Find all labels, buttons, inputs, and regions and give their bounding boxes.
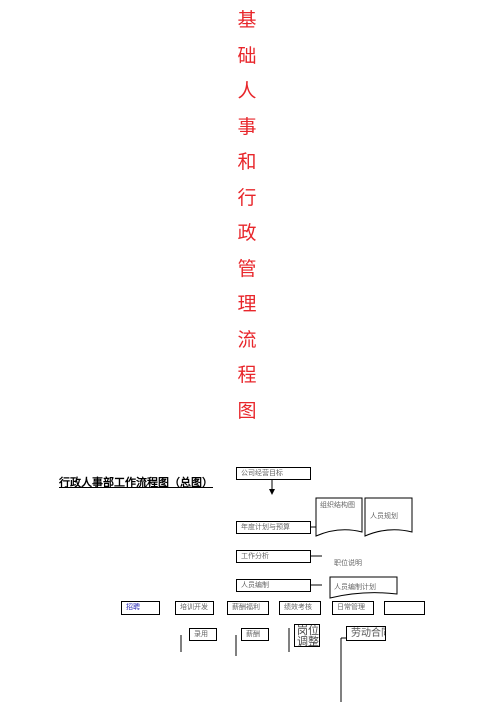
title-char: 管 xyxy=(237,257,257,280)
title-char: 理 xyxy=(237,293,257,315)
org-chart-tag: 人员规划 xyxy=(370,512,398,520)
org-chart-document xyxy=(315,497,363,537)
box-daily-mgmt: 日常管理 xyxy=(332,601,374,615)
title-char: 和 xyxy=(237,151,257,173)
title-char: 图 xyxy=(237,399,257,422)
title-char: 流 xyxy=(237,328,257,351)
org-chart-label: 组织结构图 xyxy=(320,501,355,509)
job-desc-tag: 职位说明 xyxy=(334,559,362,567)
staffing-document xyxy=(329,576,398,599)
box-company-goal: 公司经营目标 xyxy=(236,467,311,480)
vertical-title: 基 础 人 事 和 行 政 管 理 流 程 图 xyxy=(232,8,262,434)
org-chart-document-back xyxy=(364,497,413,537)
box-hire: 录用 xyxy=(189,628,217,641)
title-char: 人 xyxy=(237,80,257,102)
title-char: 程 xyxy=(237,364,257,386)
title-char: 事 xyxy=(237,115,257,138)
box-recruit: 招聘 xyxy=(121,601,160,615)
box-job-analysis: 工作分析 xyxy=(236,550,311,563)
staffing-plan-tag: 人员编制计划 xyxy=(334,583,376,591)
box-annual-plan: 年度计划与预算 xyxy=(236,521,311,534)
box-compensation: 薪酬福利 xyxy=(227,601,269,615)
box-labor-contract: 劳动合同 xyxy=(346,626,386,641)
title-char: 基 xyxy=(237,9,257,31)
box-staffing: 人员编制 xyxy=(236,579,311,592)
flowchart-heading: 行政人事部工作流程图（总图） xyxy=(59,476,213,489)
box-performance: 绩效考核 xyxy=(279,601,321,615)
title-char: 行 xyxy=(237,186,257,209)
box-salary: 薪酬 xyxy=(241,628,269,641)
box-blank xyxy=(384,601,425,615)
box-position-adjust: 岗位调整 xyxy=(294,624,320,647)
title-char: 础 xyxy=(237,44,257,67)
title-char: 政 xyxy=(237,222,257,244)
box-training: 培训开发 xyxy=(175,601,214,615)
